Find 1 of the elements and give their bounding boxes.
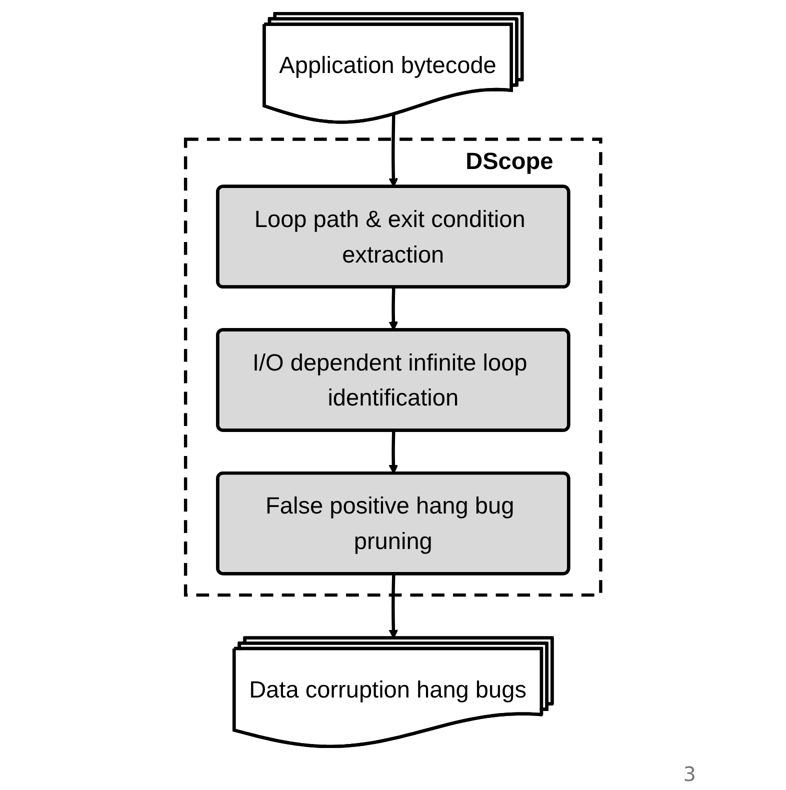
page-number: 3 (683, 762, 696, 786)
